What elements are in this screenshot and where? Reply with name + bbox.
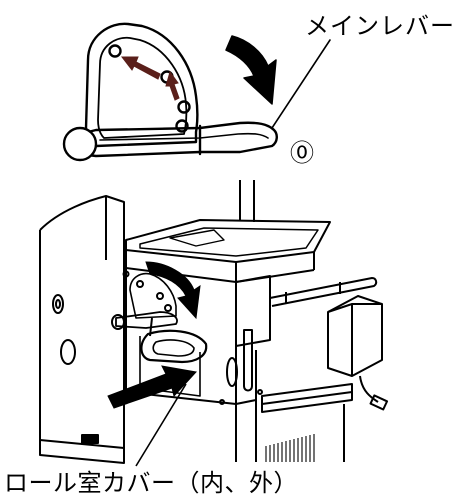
control-box <box>327 295 383 377</box>
main-lever-label: メインレバー <box>305 12 455 40</box>
roll-cover-window <box>226 357 238 387</box>
control-box-top <box>327 303 382 313</box>
machine-hole-2 <box>156 292 164 300</box>
machine-hole-3 <box>164 304 172 312</box>
position-zero-label: ⓪ <box>290 139 314 167</box>
left-knob-inner <box>55 299 61 309</box>
machine <box>39 180 389 464</box>
base-tray-front <box>261 392 353 413</box>
left-indicator <box>60 339 76 365</box>
cover-handle <box>140 329 208 364</box>
detent-hole-3 <box>177 100 191 114</box>
step-arrow-icon <box>120 56 180 101</box>
roll-cover-leader <box>135 383 187 467</box>
curved-arrow-down-icon <box>225 35 277 105</box>
left-cabinet-front <box>39 230 125 449</box>
machine-body <box>125 268 237 405</box>
lever-knob <box>62 126 98 162</box>
small-screw-2 <box>219 399 225 405</box>
side-tube <box>243 329 253 392</box>
detent-hole-4 <box>175 119 189 133</box>
cable-plug <box>369 394 389 411</box>
cable <box>359 375 379 403</box>
cover-motion-arrows <box>107 261 201 409</box>
roll-cover-opening <box>139 336 201 397</box>
quadrant-plate-inner <box>97 36 188 139</box>
small-screw-3 <box>257 389 263 395</box>
main-lever-leader <box>271 39 331 129</box>
lever-arm-edge <box>99 132 269 141</box>
vent-grille <box>265 434 315 462</box>
machine-lever-knob <box>111 314 125 330</box>
hopper-rim <box>139 227 319 257</box>
push-arrow-icon <box>107 365 197 409</box>
left-knob <box>52 294 64 314</box>
lever-detail <box>62 22 331 162</box>
left-cabinet-top <box>39 195 125 240</box>
machine-lever <box>115 311 178 329</box>
handle-stem <box>149 317 153 337</box>
roll-cover-label: ロール室カバー（内、外） <box>4 469 298 497</box>
cover-handle-inner <box>152 339 195 357</box>
curved-arrow-machine-icon <box>145 261 201 320</box>
small-screw <box>122 270 130 278</box>
machine-hole-1 <box>136 280 144 288</box>
detent-hole-1 <box>108 44 122 58</box>
cross-rod <box>269 277 378 307</box>
machine-quadrant <box>129 272 177 319</box>
left-cabinet-base <box>39 440 125 464</box>
lever-arm <box>78 121 278 158</box>
hopper-inner <box>169 229 225 247</box>
left-cabinet-foot <box>81 434 99 444</box>
lower-cabinet <box>235 400 345 462</box>
